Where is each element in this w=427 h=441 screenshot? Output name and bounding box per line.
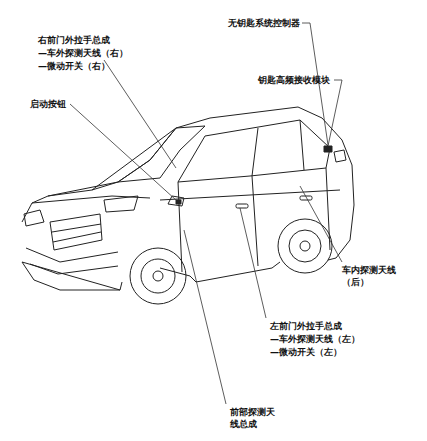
headlight-left [24,210,44,226]
grille [50,214,102,250]
part-label: 钥匙高频接收模块 [258,74,330,86]
door-lines [160,168,340,272]
hood-line [32,128,176,203]
rear-wheel [278,219,332,273]
part-label: 右前门外拉手总成 [38,34,110,46]
fuel-cap [334,150,346,162]
leader-lines [70,23,342,404]
bumper [26,248,118,274]
door-handle-left [236,204,248,208]
part-label: —微动开关（左） [270,346,342,358]
part-label: 启动按钮 [30,98,66,110]
part-label: —车外探测天线（右） [38,47,128,59]
part-label: 无钥匙系统控制器 [228,17,300,29]
keyless-controller [324,146,332,152]
windshield [118,126,205,182]
front-wheel [130,248,186,304]
part-label: —微动开关（右） [38,60,110,72]
headlight-right [104,196,138,212]
part-label: 前部探测天线总成 [230,406,278,430]
part-label: 左前门外拉手总成 [270,320,342,332]
part-label: 车内探测天线 （后） [342,264,401,288]
side-windows [178,120,330,182]
mirror [168,196,184,206]
part-label: —车外探测天线（左） [270,333,360,345]
car-body [22,107,354,290]
start-button [176,200,181,204]
